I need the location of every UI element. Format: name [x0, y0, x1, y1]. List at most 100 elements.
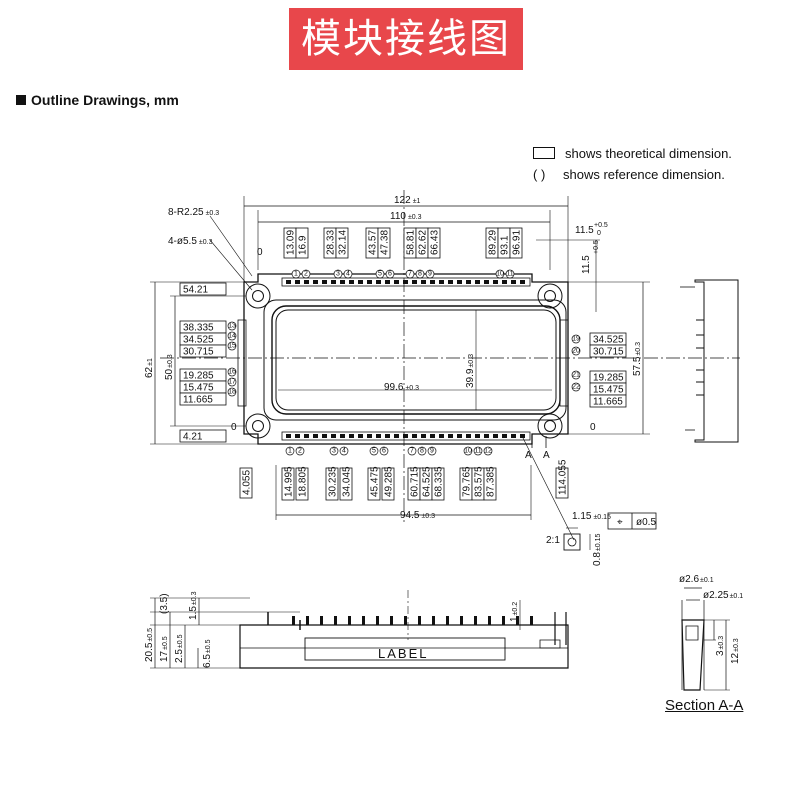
- pin-marker-9: 9: [427, 446, 437, 456]
- pin-pad: [358, 434, 363, 438]
- pin-pad: [493, 280, 498, 284]
- pin-marker-17: 17: [227, 377, 237, 387]
- svg-text:11.665: 11.665: [183, 395, 213, 406]
- svg-text:9: 9: [428, 271, 432, 278]
- svg-text:0: 0: [597, 230, 601, 237]
- pin-pad: [349, 434, 354, 438]
- svg-text:87.385: 87.385: [486, 466, 497, 497]
- svg-text:6: 6: [388, 271, 392, 278]
- left-dim-54.21: 54.21: [179, 282, 227, 296]
- svg-text:34.525: 34.525: [593, 335, 624, 346]
- side-pin: [446, 616, 449, 625]
- pin-pad: [475, 434, 480, 438]
- side-pin: [362, 616, 365, 625]
- pin-marker-7: 7: [407, 446, 417, 456]
- pin-pad: [286, 280, 291, 284]
- svg-text:7: 7: [408, 271, 412, 278]
- mounting-hole-tr: [537, 283, 563, 309]
- svg-text:2: 2: [298, 448, 302, 455]
- pin-pad: [457, 434, 462, 438]
- pin-pad: [322, 280, 327, 284]
- section-a-a-title: Section A-A: [665, 697, 744, 714]
- right-pin-row: [559, 319, 569, 407]
- pin-pad: [376, 280, 381, 284]
- svg-text:20: 20: [572, 348, 580, 355]
- position-tolerance-label: ø0.5: [636, 517, 656, 528]
- pin-marker-13: 13: [227, 321, 237, 331]
- top-offset-label: 11.5: [575, 225, 594, 236]
- svg-text:4: 4: [346, 271, 350, 278]
- pin-width-label: 1.15±0.15: [572, 511, 611, 522]
- side-ref-top-tol-label: 1.5±0.3: [188, 591, 199, 620]
- pin-pad: [430, 434, 435, 438]
- pin-marker-1: 1: [285, 446, 295, 456]
- pin-marker-2: 2: [301, 269, 311, 279]
- bottom-pin-row: [281, 431, 531, 441]
- svg-text:11: 11: [474, 448, 481, 455]
- pin-pad: [286, 434, 291, 438]
- pin-pad: [412, 434, 417, 438]
- window-height-label: 39.9±0.3: [465, 354, 476, 388]
- module-window-outer: [271, 305, 561, 415]
- svg-text:28.33: 28.33: [326, 230, 337, 255]
- detail-scale-label: 2:1: [546, 535, 560, 546]
- left-dim-11.665: 11.665: [179, 392, 227, 406]
- pin-pad: [448, 280, 453, 284]
- pin-pad: [403, 280, 408, 284]
- pin-pad: [394, 434, 399, 438]
- end-view-outline: [694, 279, 739, 443]
- bottom-dim-79.765: 79.765: [459, 466, 473, 501]
- pin-marker-21: 21: [571, 370, 581, 380]
- side-base-height-label: 2.5±0.5: [174, 634, 185, 663]
- overall-height-label: 62±1: [144, 358, 155, 378]
- side-pin: [306, 616, 309, 625]
- pin-marker-12: 12: [483, 446, 493, 456]
- side-pin: [488, 616, 491, 625]
- svg-text:9: 9: [430, 448, 434, 455]
- svg-text:15: 15: [228, 343, 236, 350]
- pin-marker-10: 10: [463, 446, 473, 456]
- pin-pad: [295, 280, 300, 284]
- svg-text:8: 8: [418, 271, 422, 278]
- pin-marker-7: 7: [405, 269, 415, 279]
- pin-marker-15: 15: [227, 341, 237, 351]
- pin-pad: [430, 280, 435, 284]
- pin-marker-10: 10: [495, 269, 505, 279]
- svg-text:89.29: 89.29: [488, 230, 499, 255]
- pin-pad: [340, 434, 345, 438]
- mounting-holes-label: 4-ø5.5±0.3: [168, 236, 213, 247]
- svg-text:18.805: 18.805: [298, 466, 309, 497]
- side-pin: [474, 616, 477, 625]
- pin-pad: [439, 434, 444, 438]
- module-body-outline: [263, 299, 567, 421]
- pin-pad: [484, 280, 489, 284]
- side-pin: [348, 616, 351, 625]
- pin-pad: [466, 434, 471, 438]
- module-window-inner: [275, 309, 557, 411]
- side-screw-height-label: 6.5±0.5: [202, 639, 213, 668]
- bottom-dim-18.805: 18.805: [295, 466, 309, 501]
- bottom-dim-14.995: 14.995: [281, 466, 295, 501]
- pin-marker-19: 19: [571, 334, 581, 344]
- svg-text:96.91: 96.91: [512, 230, 523, 255]
- svg-text:15.475: 15.475: [593, 385, 624, 396]
- side-pin: [376, 616, 379, 625]
- side-pin: [404, 616, 407, 625]
- pin-marker-4: 4: [343, 269, 353, 279]
- svg-text:34.045: 34.045: [342, 466, 353, 497]
- svg-text:45.475: 45.475: [370, 466, 381, 497]
- svg-text:47.38: 47.38: [380, 230, 391, 255]
- overall-width-label: 122±1: [394, 195, 421, 206]
- pin-pad: [520, 280, 525, 284]
- svg-text:10: 10: [496, 271, 504, 278]
- svg-text:83.575: 83.575: [474, 466, 485, 497]
- svg-text:68.335: 68.335: [434, 466, 445, 497]
- square-bullet-icon: [16, 95, 26, 105]
- hole-pitch-v-label: 50±0.3: [164, 354, 175, 380]
- pin-pad: [403, 434, 408, 438]
- svg-text:13.09: 13.09: [286, 230, 297, 255]
- pin-pad: [448, 434, 453, 438]
- section-h2-label: 12±0.3: [730, 638, 741, 664]
- svg-text:10: 10: [464, 448, 472, 455]
- svg-text:34.525: 34.525: [183, 335, 214, 346]
